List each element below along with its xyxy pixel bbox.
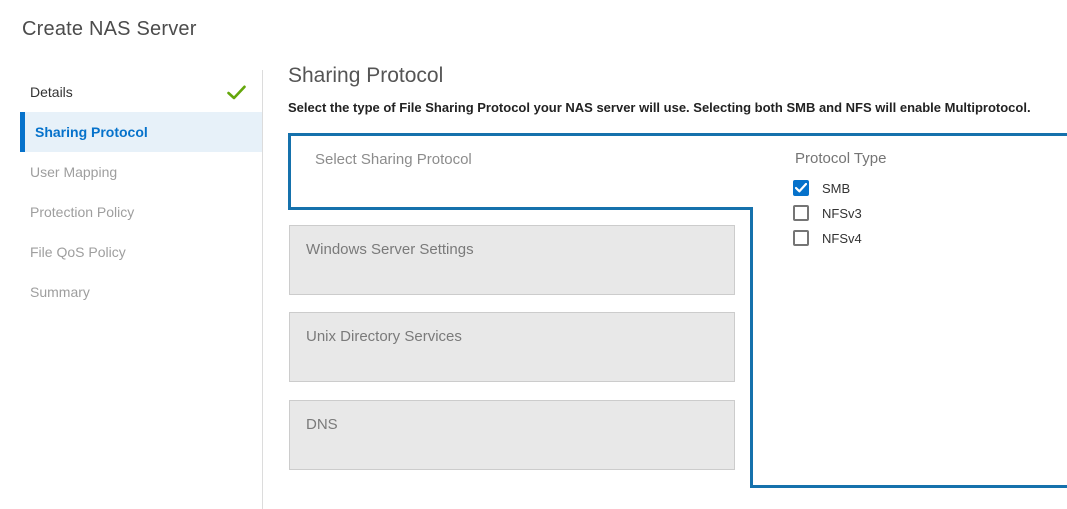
sidebar-item-label: Summary: [30, 284, 90, 300]
accordion-unix-directory-services[interactable]: Unix Directory Services: [289, 312, 735, 382]
accordion-label: DNS: [306, 416, 338, 433]
accordion-windows-server-settings[interactable]: Windows Server Settings: [289, 225, 735, 295]
sidebar-item-label: User Mapping: [30, 164, 118, 180]
accordion-label: Unix Directory Services: [306, 328, 462, 345]
accordion-dns[interactable]: DNS: [289, 400, 735, 470]
protocol-option-nfsv3: NFSv3: [793, 205, 862, 221]
sidebar-item-file-qos-policy[interactable]: File QoS Policy: [0, 232, 262, 272]
checkbox-label: SMB: [822, 180, 851, 196]
nfsv4-checkbox[interactable]: [793, 230, 809, 246]
section-description: Select the type of File Sharing Protocol…: [288, 100, 1031, 115]
page-title: Create NAS Server: [22, 18, 197, 40]
highlight-border-middle: [750, 207, 753, 488]
protocol-option-smb: SMB: [793, 180, 850, 196]
sidebar-item-label: Protection Policy: [30, 204, 135, 220]
highlight-border-left: [288, 133, 291, 210]
sidebar-item-sharing-protocol[interactable]: Sharing Protocol: [20, 112, 262, 152]
highlight-border-bottom: [750, 485, 1067, 488]
sidebar-item-label: File QoS Policy: [30, 244, 126, 260]
protocol-option-nfsv4: NFSv4: [793, 230, 862, 246]
sidebar-item-summary[interactable]: Summary: [0, 272, 262, 312]
checkbox-label: NFSv3: [822, 205, 862, 221]
sidebar-item-details[interactable]: Details: [0, 72, 262, 112]
sidebar-divider: [262, 70, 263, 509]
section-heading: Sharing Protocol: [288, 64, 444, 87]
select-sharing-protocol-label: Select Sharing Protocol: [315, 151, 472, 168]
nfsv3-checkbox[interactable]: [793, 205, 809, 221]
check-icon: [227, 85, 246, 100]
checkbox-label: NFSv4: [822, 230, 862, 246]
protocol-type-label: Protocol Type: [795, 150, 887, 167]
highlight-border-notch: [288, 207, 753, 210]
highlight-border-top: [288, 133, 1067, 136]
smb-checkbox[interactable]: [793, 180, 809, 196]
sidebar-item-user-mapping[interactable]: User Mapping: [0, 152, 262, 192]
sidebar-item-protection-policy[interactable]: Protection Policy: [0, 192, 262, 232]
accordion-label: Windows Server Settings: [306, 241, 474, 258]
sidebar-item-label: Details: [30, 84, 73, 100]
sidebar-item-label: Sharing Protocol: [35, 124, 148, 140]
